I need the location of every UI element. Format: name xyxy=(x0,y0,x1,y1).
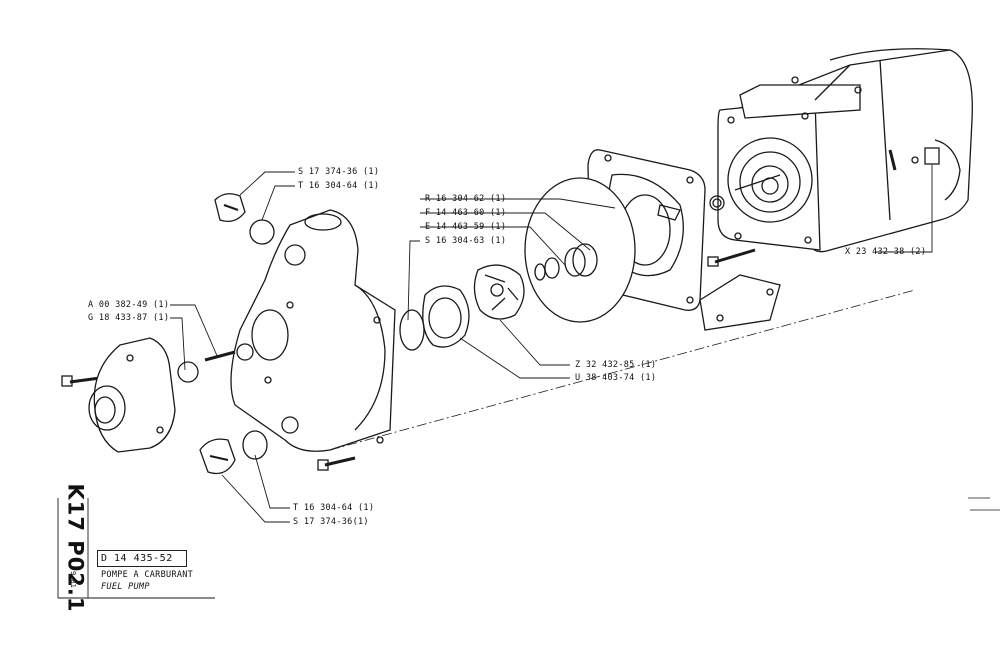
callout-g18433: G 18 433-87 (1) xyxy=(88,313,170,323)
title-french: POMPE A CARBURANT xyxy=(101,570,194,580)
electric-motor xyxy=(717,48,973,253)
title-block-lines xyxy=(57,498,215,599)
pump-body xyxy=(230,209,396,452)
mechanical-seal xyxy=(534,243,598,281)
pump-cover xyxy=(399,285,470,351)
title-english: FUEL PUMP xyxy=(101,582,150,592)
callout-f14463: F 14 463-60 (1) xyxy=(425,208,507,218)
callout-u38403: U 38 403-74 (1) xyxy=(575,373,657,383)
leader-lines xyxy=(170,165,933,523)
callout-s17374-bot: S 17 374-36(1) xyxy=(293,517,369,527)
callout-r16304: R 16 304-62 (1) xyxy=(425,194,507,204)
callout-e14463: E 14 463-59 (1) xyxy=(425,222,507,232)
callout-s16304: S 16 304-63 (1) xyxy=(425,236,507,246)
callout-t16304-top: T 16 304-64 (1) xyxy=(298,181,380,191)
callout-s17374-top: S 17 374-36 (1) xyxy=(298,167,380,177)
callout-a00382: A 00 382-49 (1) xyxy=(88,300,170,310)
bolts xyxy=(61,248,756,471)
centre-axis xyxy=(329,289,916,451)
callout-z32432: Z 32 432-85 (1) xyxy=(575,360,657,370)
impeller xyxy=(473,264,525,320)
callout-t16304-bot: T 16 304-64 (1) xyxy=(293,503,375,513)
callout-x23432: X 23 432-38 (2) xyxy=(845,247,927,257)
drain-plugs xyxy=(199,193,275,475)
sheet-code: K17 P02.1 xyxy=(63,483,88,613)
date-code: 9-81 xyxy=(69,571,77,588)
reference-box: D 14 435-52 xyxy=(97,550,187,567)
reference-number: D 14 435-52 xyxy=(101,553,173,564)
shaft-ring xyxy=(709,174,781,211)
edge-marks xyxy=(968,497,1000,511)
inlet-fitting xyxy=(88,337,254,453)
